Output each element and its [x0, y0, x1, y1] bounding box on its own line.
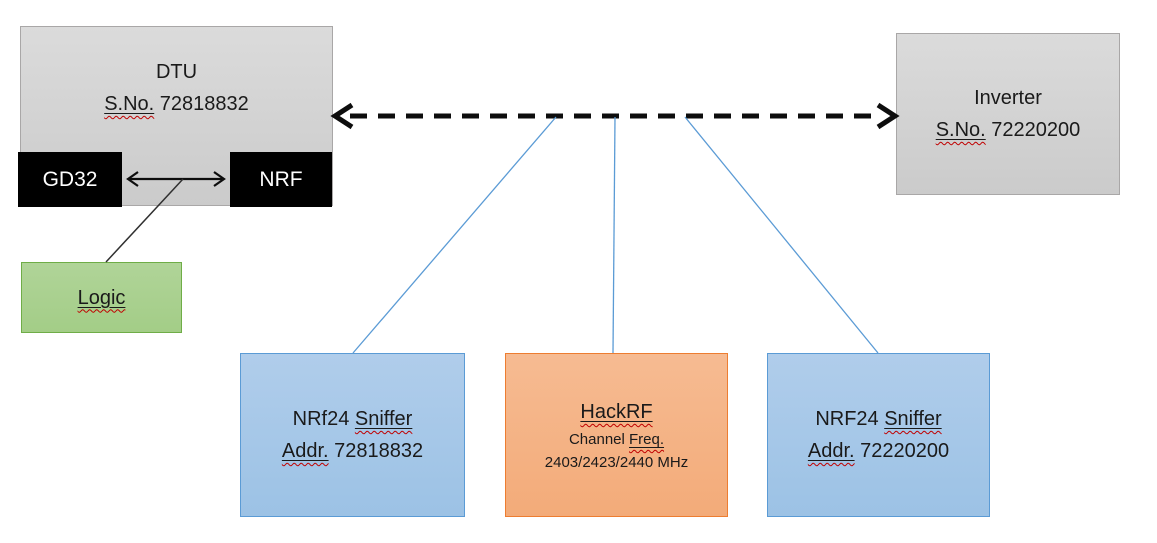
dashed-arrowhead-left	[330, 102, 354, 130]
nrf-chip: NRF	[230, 152, 332, 207]
line-to-sniffer-right	[684, 116, 879, 354]
logic-label: Logic	[77, 286, 126, 309]
sniffer-left-address: Addr. 72818832	[281, 440, 424, 462]
inverter-serial-value: 72220200	[985, 119, 1081, 141]
dashed-arrowhead-right	[876, 102, 900, 130]
line-to-hackrf	[612, 116, 616, 354]
gd32-chip-label: GD32	[42, 167, 98, 191]
logic-box: Logic	[21, 262, 182, 333]
sniffer-left-title: NRf24 Sniffer	[292, 408, 413, 430]
inverter-serial-label: S.No.	[935, 119, 986, 141]
gd32-chip: GD32	[18, 152, 122, 207]
sniffer-left-box: NRf24 Sniffer Addr. 72818832	[240, 353, 465, 517]
hackrf-box: HackRF Channel Freq. 2403/2423/2440 MHz	[505, 353, 728, 517]
line-to-sniffer-left	[352, 116, 557, 354]
sniffer-right-box: NRF24 Sniffer Addr. 72220200	[767, 353, 990, 517]
nrf-chip-label: NRF	[259, 167, 303, 191]
dtu-serial: S.No. 72818832	[104, 88, 249, 120]
dtu-serial-value: 72818832	[154, 93, 249, 115]
hackrf-channel-freq: Channel Freq.	[568, 431, 665, 448]
inverter-box: Inverter S.No. 72220200	[896, 33, 1120, 195]
sniffer-right-title: NRF24 Sniffer	[815, 408, 942, 430]
dtu-serial-label: S.No.	[104, 93, 155, 115]
inverter-serial: S.No. 72220200	[936, 114, 1081, 146]
hackrf-frequencies: 2403/2423/2440 MHz	[544, 454, 689, 471]
sniffer-right-address: Addr. 72220200	[807, 440, 950, 462]
hackrf-title: HackRF	[580, 401, 653, 423]
inverter-title: Inverter	[974, 87, 1042, 109]
dtu-title: DTU	[155, 61, 198, 83]
